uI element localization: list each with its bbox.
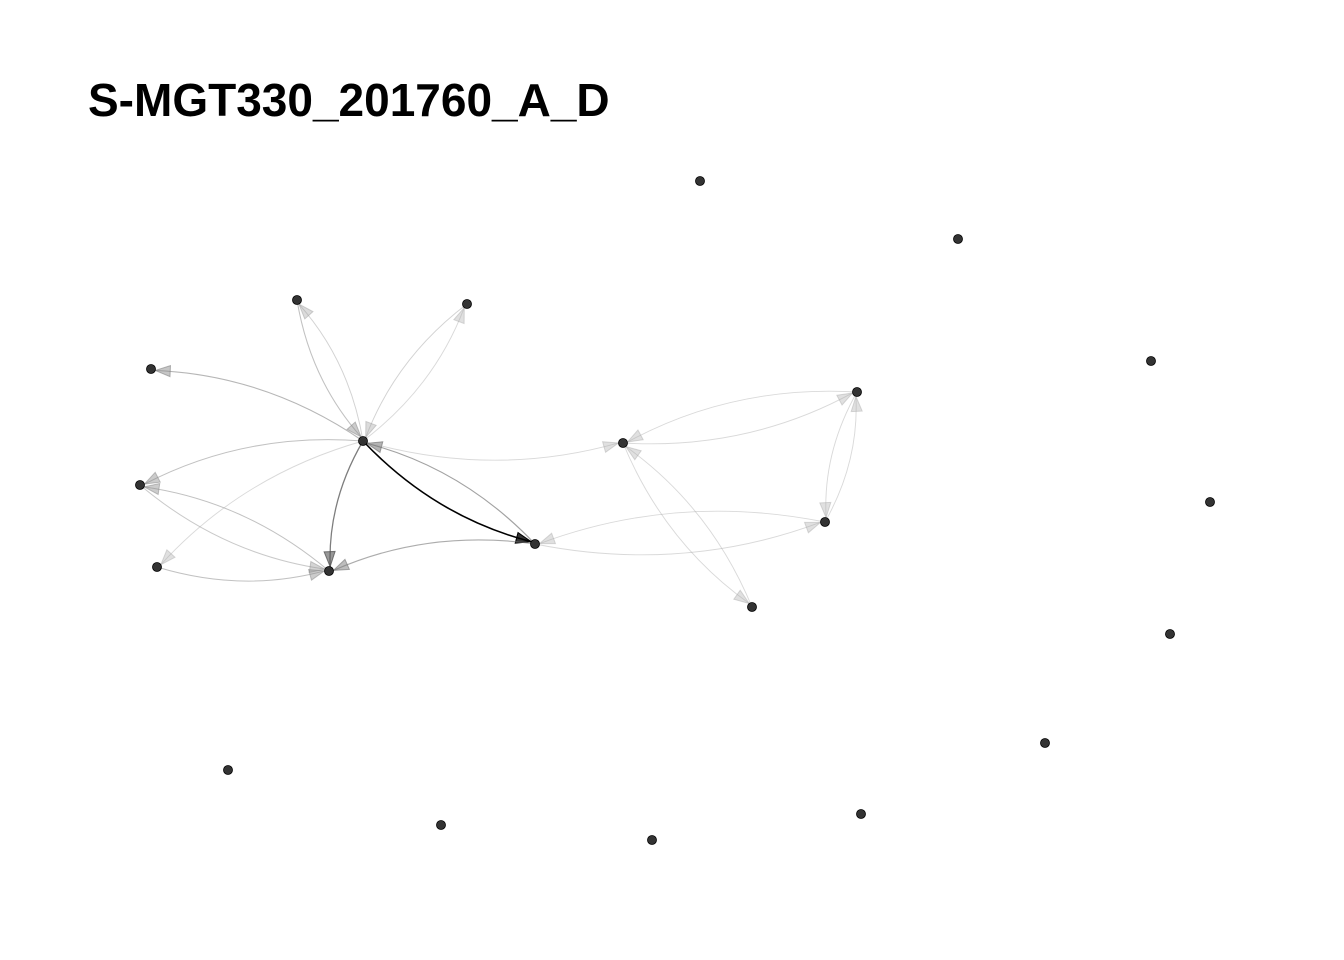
edge — [362, 306, 465, 442]
edge — [824, 394, 863, 523]
edge-line — [365, 303, 468, 438]
graph-node — [324, 566, 334, 576]
edge — [624, 445, 753, 608]
graph-node — [223, 765, 233, 775]
edge-arrowhead — [624, 445, 643, 461]
edge-line — [825, 391, 858, 518]
graph-node — [292, 295, 302, 305]
edge — [622, 392, 854, 445]
edge — [297, 302, 364, 442]
edge-line — [534, 521, 821, 556]
graph-node — [695, 176, 705, 186]
graph-node — [1205, 497, 1215, 507]
edge-line — [156, 566, 325, 582]
edge-line — [627, 390, 858, 443]
edge-line — [539, 510, 826, 545]
edge-line — [333, 539, 536, 571]
graph-title: S-MGT330_201760_A_D — [88, 74, 610, 126]
edge — [332, 539, 536, 572]
edge — [143, 439, 364, 485]
edge-arrowhead — [332, 558, 351, 572]
edge-arrowhead — [819, 501, 832, 520]
edge-line — [622, 442, 750, 604]
edge-arrowhead — [346, 421, 363, 439]
graph-node — [135, 480, 145, 490]
edge-line — [625, 446, 753, 608]
graph-node — [530, 539, 540, 549]
edge-line — [362, 440, 619, 461]
edge — [362, 440, 533, 544]
graph-node — [1040, 738, 1050, 748]
graph-node — [462, 299, 472, 309]
graph-node — [852, 387, 862, 397]
edge-line — [296, 299, 362, 438]
edge-line — [155, 369, 364, 442]
edge-arrowhead — [297, 302, 314, 320]
edge-arrowhead — [836, 392, 854, 406]
node-layer — [135, 176, 1215, 845]
edge-arrowhead — [143, 471, 162, 485]
graph-node — [618, 438, 628, 448]
edge — [622, 442, 751, 605]
edge-arrowhead — [732, 589, 751, 605]
edge-line — [366, 442, 536, 545]
edge-arrowhead — [803, 521, 822, 534]
edge — [365, 441, 536, 545]
edge — [142, 482, 330, 572]
graph-node — [820, 517, 830, 527]
graph-node — [747, 602, 757, 612]
edge-line — [362, 307, 465, 442]
edge-line — [329, 440, 364, 567]
graph-node — [1146, 356, 1156, 366]
edge — [323, 440, 364, 569]
edge-arrowhead — [850, 394, 863, 413]
edge-line — [144, 439, 364, 485]
edge-arrowhead — [323, 550, 336, 569]
edge-line — [139, 484, 325, 570]
edge-arrowhead — [159, 549, 176, 566]
edge-arrowhead — [365, 420, 378, 439]
edge-line — [362, 440, 532, 543]
graph-node — [358, 436, 368, 446]
graph-node — [146, 364, 156, 374]
edge-arrowhead — [365, 441, 384, 454]
edge-arrowhead — [601, 441, 620, 454]
edge — [538, 510, 826, 545]
edge — [534, 521, 822, 556]
edge-arrowhead — [307, 568, 326, 581]
edge-arrowhead — [153, 364, 172, 378]
edge-arrowhead — [538, 532, 557, 545]
edge-line — [622, 392, 853, 445]
edge-arrowhead — [626, 429, 644, 443]
edge-layer — [139, 299, 863, 608]
edge — [362, 440, 620, 461]
edge-arrowhead — [452, 306, 465, 325]
edge-line — [824, 396, 857, 523]
edge-line — [144, 486, 330, 572]
edge — [159, 440, 364, 566]
edge — [365, 303, 468, 439]
graph-node — [856, 809, 866, 819]
edge — [156, 566, 326, 582]
graph-node — [152, 562, 162, 572]
edge — [626, 390, 858, 443]
edge — [153, 364, 364, 442]
graph-node — [1165, 629, 1175, 639]
graph-node — [436, 820, 446, 830]
edge-line — [298, 303, 364, 442]
graph-node — [647, 835, 657, 845]
edge — [819, 391, 858, 520]
edge-arrowhead — [142, 482, 161, 496]
graph-node — [953, 234, 963, 244]
edge-line — [160, 440, 364, 565]
edge — [296, 299, 363, 439]
